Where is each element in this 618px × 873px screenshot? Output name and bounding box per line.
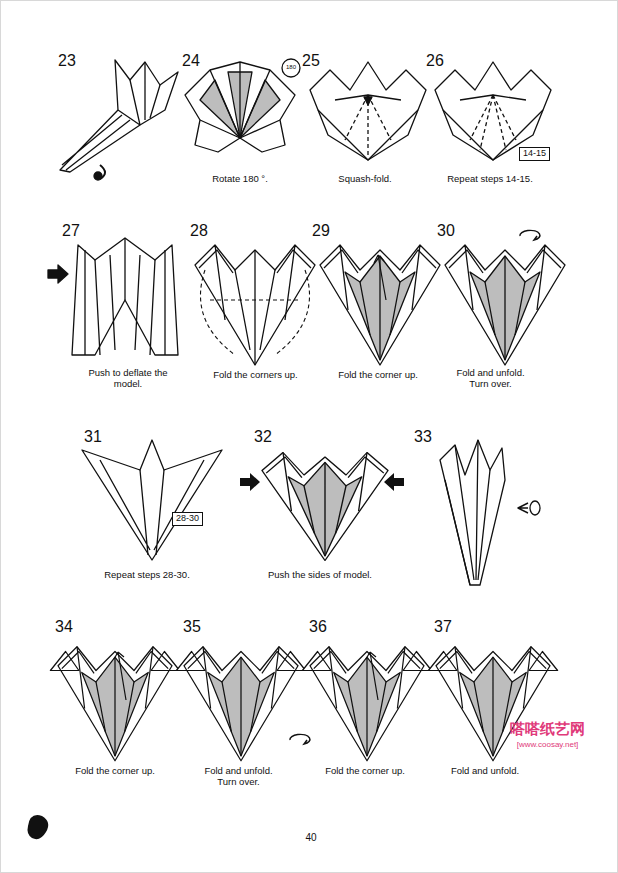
caption: Push the sides of model.	[250, 570, 390, 581]
caption: Push to deflate the model.	[78, 368, 178, 390]
step-number: 23	[58, 52, 88, 70]
step-number: 37	[434, 618, 464, 636]
step-reference-box: 28-30	[172, 512, 203, 526]
caption: Repeat steps 28-30.	[82, 570, 212, 581]
step-number: 27	[62, 222, 92, 240]
caption: Fold the corner up.	[55, 766, 175, 777]
caption: Squash-fold.	[305, 174, 425, 185]
step-number: 30	[437, 222, 467, 240]
caption: Rotate 180 °.	[180, 174, 300, 185]
caption: Fold and unfold.	[430, 766, 540, 777]
step-number: 25	[302, 52, 332, 70]
watermark: [www.coosay.net]	[500, 740, 595, 749]
step-number: 24	[182, 52, 212, 70]
step-number: 26	[426, 52, 456, 70]
caption: Fold and unfold. Turn over.	[448, 368, 533, 390]
step-number: 35	[183, 618, 213, 636]
rotate-symbol: 180	[283, 64, 299, 71]
step-number: 33	[414, 428, 444, 446]
step-number: 29	[312, 222, 342, 240]
step-number: 31	[84, 428, 114, 446]
caption: Fold the corners up.	[193, 370, 318, 381]
step-number: 34	[55, 618, 85, 636]
step-number: 28	[190, 222, 220, 240]
step-number: 32	[254, 428, 284, 446]
step-reference: 14-15	[523, 148, 546, 158]
watermark: 嗒嗒纸艺网	[500, 720, 595, 737]
caption: Fold and unfold. Turn over.	[196, 766, 281, 788]
step-reference-box: 14-15	[519, 147, 550, 161]
caption: Repeat steps 14-15.	[425, 174, 555, 185]
step-reference: 28-30	[176, 513, 199, 523]
caption: Fold the corner up.	[318, 370, 438, 381]
page-number: 40	[296, 832, 326, 844]
step-number: 36	[309, 618, 339, 636]
caption: Fold the corner up.	[305, 766, 425, 777]
